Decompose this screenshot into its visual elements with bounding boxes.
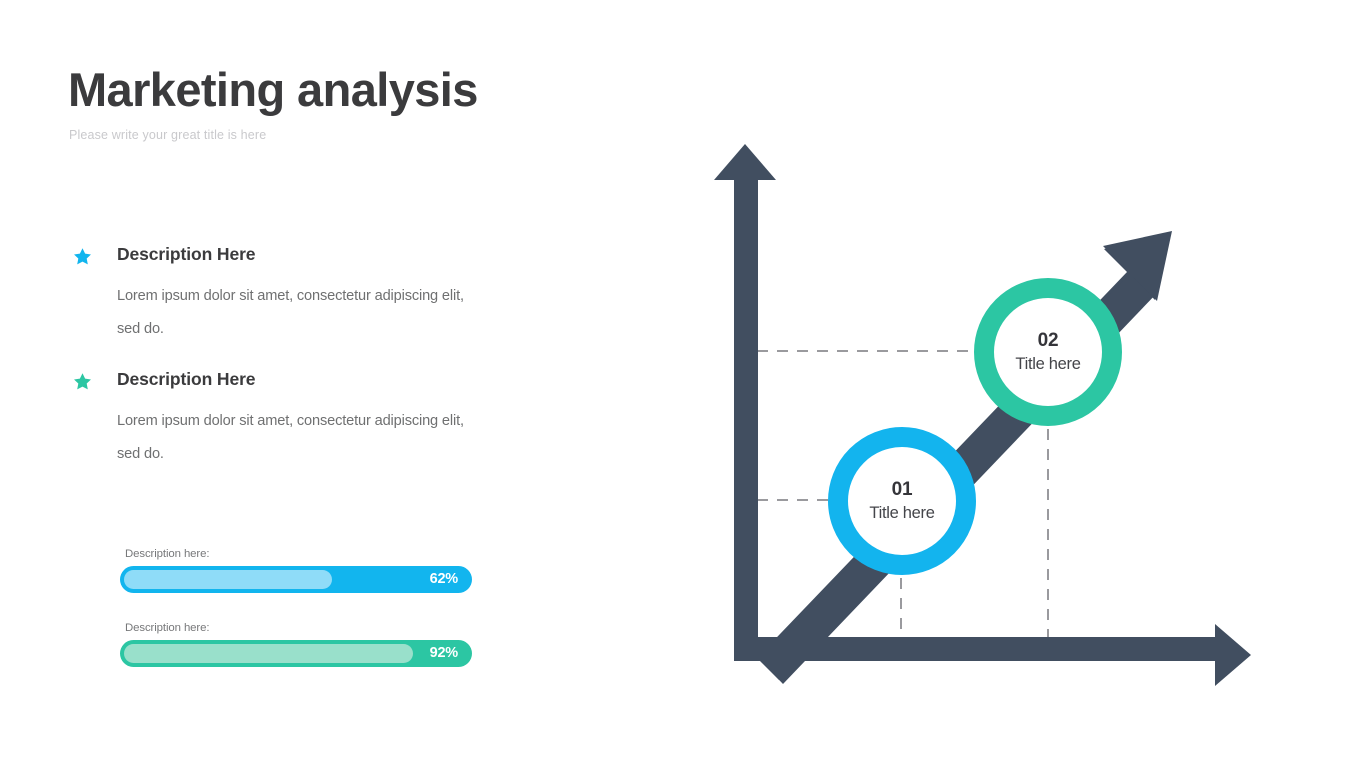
- progress-value-1: 62%: [429, 571, 459, 587]
- page-title: Marketing analysis: [68, 63, 478, 116]
- star-icon: [74, 248, 91, 265]
- node-title-02: Title here: [1015, 355, 1081, 373]
- progress-label-2: Description here:: [125, 622, 210, 634]
- feature-item-1[interactable]: Description Here Lorem ipsum dolor sit a…: [68, 244, 488, 337]
- diagram-node-01[interactable]: 01 Title here: [828, 427, 976, 575]
- progress-block-2: Description here: 92%: [120, 622, 472, 667]
- node-number-01: 01: [891, 479, 913, 500]
- feature-title-1: Description Here: [117, 244, 256, 264]
- page-subtitle: Please write your great title is here: [69, 128, 267, 142]
- progress-value-2: 92%: [429, 645, 459, 661]
- progress-label-1: Description here:: [125, 548, 210, 560]
- progress-block-1: Description here: 62%: [120, 548, 472, 593]
- diagonal-arrow-shaft-head: [760, 231, 1172, 684]
- feature-item-2[interactable]: Description Here Lorem ipsum dolor sit a…: [68, 369, 488, 462]
- progress-track-2[interactable]: 92%: [120, 640, 472, 667]
- progress-track-1[interactable]: 62%: [120, 566, 472, 593]
- node-number-02: 02: [1037, 330, 1059, 351]
- progress-fill-2: [124, 644, 413, 663]
- guide-lines: [757, 350, 1049, 646]
- progress-fill-1: [124, 570, 332, 589]
- feature-header-2: Description Here: [68, 369, 488, 399]
- star-icon: [74, 373, 91, 390]
- x-axis-arrow: [734, 624, 1251, 686]
- y-axis-arrow: [714, 144, 776, 661]
- feature-body-1: Lorem ipsum dolor sit amet, consectetur …: [117, 288, 464, 337]
- node-title-01: Title here: [869, 504, 935, 522]
- feature-header-1: Description Here: [68, 244, 488, 274]
- diagram-node-02[interactable]: 02 Title here: [974, 278, 1122, 426]
- feature-body-2: Lorem ipsum dolor sit amet, consectetur …: [117, 413, 464, 462]
- feature-title-2: Description Here: [117, 369, 256, 389]
